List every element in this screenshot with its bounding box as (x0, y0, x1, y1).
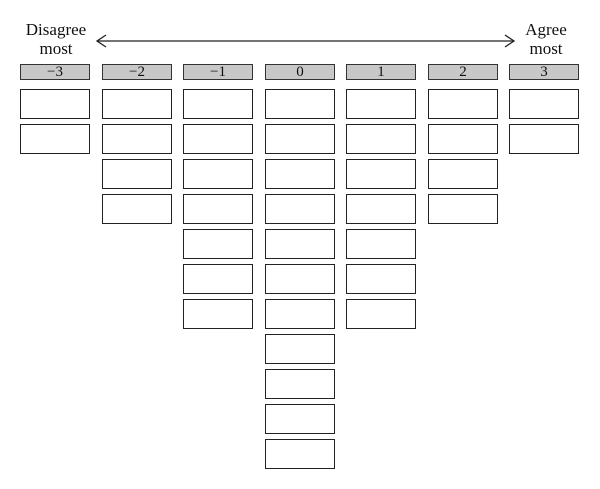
sort-slot (265, 334, 335, 364)
sort-slot (265, 299, 335, 329)
sort-slot (102, 194, 172, 224)
sort-slot (183, 124, 253, 154)
sort-slot (102, 159, 172, 189)
sort-slot (346, 229, 416, 259)
scale-arrow-right-head (504, 34, 516, 48)
column-header: 0 (265, 64, 335, 80)
sort-slot (183, 264, 253, 294)
sort-slot (265, 439, 335, 469)
sort-slot (346, 194, 416, 224)
disagree-most-text: Disagree most (25, 20, 87, 58)
sort-slot (346, 89, 416, 119)
sort-slot (265, 264, 335, 294)
agree-most-label: Agree most (507, 20, 585, 58)
sort-slot (428, 89, 498, 119)
sort-slot (265, 369, 335, 399)
sort-slot (183, 299, 253, 329)
sort-slot (346, 299, 416, 329)
sort-slot (346, 124, 416, 154)
sort-slot (183, 159, 253, 189)
sort-slot (509, 89, 579, 119)
sort-slot (265, 124, 335, 154)
sort-slot (265, 404, 335, 434)
sort-slot (265, 229, 335, 259)
agree-most-text: Agree most (525, 20, 567, 58)
sort-slot (183, 229, 253, 259)
column-header: 2 (428, 64, 498, 80)
sort-slot (346, 159, 416, 189)
sort-slot (346, 264, 416, 294)
column-header: 3 (509, 64, 579, 80)
sort-slot (20, 124, 90, 154)
sort-slot (265, 89, 335, 119)
sort-slot (509, 124, 579, 154)
sort-slot (20, 89, 90, 119)
sort-slot (183, 89, 253, 119)
sort-slot (428, 124, 498, 154)
sort-slot (428, 159, 498, 189)
sort-slot (102, 124, 172, 154)
column-header: −2 (102, 64, 172, 80)
column-header: −1 (183, 64, 253, 80)
sort-slot (265, 194, 335, 224)
column-header: 1 (346, 64, 416, 80)
column-header: −3 (20, 64, 90, 80)
sort-slot (265, 159, 335, 189)
disagree-most-label: Disagree most (14, 20, 98, 58)
scale-arrow-left-head (95, 34, 107, 48)
sort-slot (428, 194, 498, 224)
sort-slot (102, 89, 172, 119)
sort-slot (183, 194, 253, 224)
